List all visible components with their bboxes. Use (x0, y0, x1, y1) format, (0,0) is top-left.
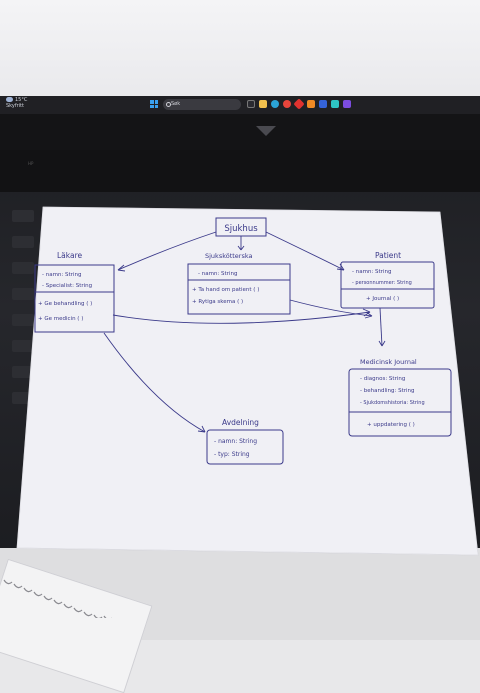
class-name-journal: Medicinsk Journal (360, 358, 417, 366)
laptop-brand-label: HP (28, 161, 34, 166)
taskbar-search-input[interactable]: Søk (163, 99, 241, 110)
class-box-journal (348, 368, 452, 437)
association-lakare-avdelning (103, 332, 206, 433)
lakare-attr-2: - Specialist: String (42, 283, 92, 289)
search-text: Søk (171, 101, 181, 107)
class-name-avdelning: Avdelning (222, 418, 259, 427)
lakare-attr-1: - namn: String (42, 272, 81, 278)
uml-diagram: Sjukhus Läkare - namn: String - Speciali… (16, 206, 479, 556)
lakare-method-1: + Ge behandling ( ) (38, 301, 92, 307)
notebook-spiral (3, 579, 112, 618)
laptop-hinge-notch (256, 126, 276, 136)
app-icon-teal[interactable] (331, 100, 339, 108)
laptop-deck-top (0, 150, 480, 192)
laptop-keys (8, 210, 42, 450)
app-icon-purple[interactable] (343, 100, 351, 108)
journal-method-1: + uppdatering ( ) (367, 422, 415, 428)
journal-attr-3: - Sjukdomshistoria: String (360, 400, 425, 406)
class-name-sjukskoterska: Sjukskötterska (205, 252, 253, 260)
avdelning-attr-1: - namn: String (214, 438, 257, 445)
patient-method-1: + Journal ( ) (366, 296, 399, 302)
wall-background (0, 0, 480, 100)
class-name-patient: Patient (375, 251, 401, 260)
file-explorer-icon[interactable] (259, 100, 267, 108)
chrome-icon[interactable] (283, 100, 291, 108)
root-label: Sjukhus (224, 224, 258, 234)
cloud-icon (6, 97, 13, 102)
taskbar-apps (247, 98, 351, 110)
sjukskoterska-attr-1: - namn: String (198, 271, 237, 277)
journal-attr-2: - behandling: String (360, 388, 415, 394)
sjukskoterska-method-2: + Rytiga skema ( ) (192, 299, 243, 305)
association-sjukskoterska-patient (289, 299, 373, 317)
lakare-method-2: + Ge medicin ( ) (38, 316, 83, 322)
journal-attr-1: - diagnos: String (360, 376, 405, 382)
app-icon-blue[interactable] (319, 100, 327, 108)
search-icon (166, 102, 171, 107)
association-lakare-patient (112, 311, 371, 324)
class-box-lakare (34, 264, 115, 333)
association-patient-journal (379, 307, 383, 347)
task-view-icon[interactable] (247, 100, 255, 108)
paper-sheet: Sjukhus Läkare - namn: String - Speciali… (16, 206, 479, 556)
edge-icon[interactable] (271, 100, 279, 108)
class-name-lakare: Läkare (57, 251, 83, 260)
app-icon-orange[interactable] (307, 100, 315, 108)
patient-attr-1: - namn: String (352, 269, 391, 275)
patient-attr-2: - personnummer: String (352, 280, 412, 286)
class-box-avdelning (206, 429, 284, 465)
avdelning-attr-2: - typ: String (214, 451, 250, 458)
class-box-sjukskoterska (187, 263, 291, 315)
weather-widget[interactable]: 15°C Skyfritt (6, 97, 46, 113)
association-root-patient (265, 231, 345, 271)
weather-temp: 15°C (15, 97, 28, 103)
association-root-lakare (117, 231, 217, 271)
windows-start-icon[interactable] (150, 100, 158, 108)
weather-desc: Skyfritt (6, 103, 24, 109)
class-box-patient (340, 261, 435, 309)
sjukskoterska-method-1: + Ta hand om patient ( ) (192, 287, 259, 293)
